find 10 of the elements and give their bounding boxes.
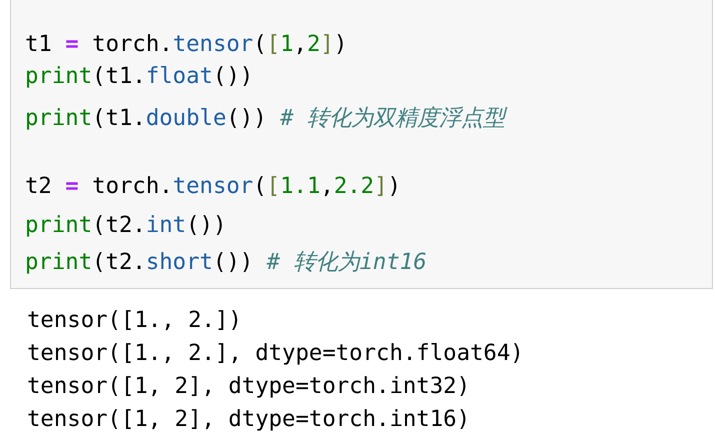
output-line: tensor([1., 2.]) (27, 306, 242, 335)
code-line: print(t1.float()) (25, 62, 254, 91)
code-line: t2 = torch.tensor([1.1,2.2]) (25, 172, 401, 201)
code-line: t1 = torch.tensor([1,2]) (25, 30, 348, 59)
output-line: tensor([1, 2], dtype=torch.int16) (27, 405, 470, 434)
code-line: print(t2.int()) (25, 211, 226, 240)
output-line: tensor([1, 2], dtype=torch.int32) (27, 372, 470, 401)
code-line: print(t1.double()) # 转化为双精度浮点型 (25, 103, 505, 133)
code-line: print(t2.short()) # 转化为int16 (25, 248, 427, 277)
output-line: tensor([1., 2.], dtype=torch.float64) (27, 339, 524, 368)
